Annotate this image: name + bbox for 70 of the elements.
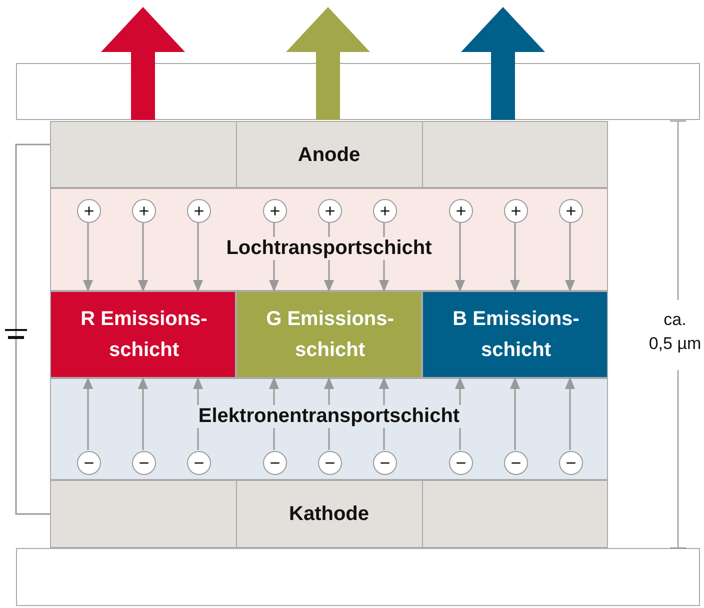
charge-sign: + [270, 202, 280, 220]
negative-charge-circle [318, 451, 342, 475]
negative-charge-circle [263, 451, 287, 475]
layer-label: B Emissions-schicht [452, 307, 580, 363]
wire [15, 144, 50, 515]
negative-charge-circle [504, 451, 528, 475]
arrow [455, 377, 465, 450]
charge-sign: + [138, 202, 150, 220]
arrow [565, 377, 575, 450]
charge-sign: − [456, 454, 466, 472]
positive-charge-circle [187, 199, 211, 223]
arrow [565, 222, 575, 292]
charge-sign: + [194, 202, 204, 220]
emission-layer [422, 291, 608, 378]
negative-charge-circle [77, 451, 101, 475]
arrow [269, 377, 279, 450]
charge-sign: − [84, 454, 94, 472]
dimension-label: ca. 0,5 µm [648, 309, 702, 355]
arrow [379, 377, 389, 450]
positive-charge-circle [504, 199, 528, 223]
arrow [193, 377, 203, 450]
negative-charge-circle [373, 451, 397, 475]
negative-charge-circle [449, 451, 473, 475]
emission-layer [50, 291, 236, 378]
arrow [193, 222, 203, 292]
charge-sign: − [194, 454, 204, 472]
charge-sign: + [380, 202, 390, 220]
arrow [510, 377, 520, 450]
glass-plate [16, 548, 700, 606]
layer-label: G Emissions-schicht [265, 307, 395, 363]
layer-label: Elektronentransportschicht [195, 405, 463, 428]
negative-charge-circle [559, 451, 583, 475]
charge-sign: − [324, 454, 336, 472]
layer-label: Kathode [289, 503, 369, 526]
negative-charge-circle [132, 451, 156, 475]
arrow [138, 222, 148, 292]
charge-sign: − [510, 454, 522, 472]
positive-charge-circle [449, 199, 473, 223]
cathode-layer [50, 480, 608, 548]
anode-layer [50, 121, 608, 188]
charge-sign: − [380, 454, 390, 472]
charge-sign: + [84, 202, 94, 220]
arrow [379, 222, 389, 292]
positive-charge-circle [559, 199, 583, 223]
layer-label: R Emissions-schicht [80, 307, 208, 363]
charge-sign: + [324, 202, 336, 220]
arrow [324, 222, 334, 292]
positive-charge-circle [318, 199, 342, 223]
arrow [455, 222, 465, 292]
positive-charge-circle [263, 199, 287, 223]
charge-sign: + [566, 202, 576, 220]
arrow [510, 222, 520, 292]
emission-layer [236, 291, 422, 378]
charge-sign: + [456, 202, 466, 220]
arrow [83, 222, 93, 292]
charge-sign: − [270, 454, 280, 472]
charge-sign: − [138, 454, 150, 472]
hole-transport-layer [50, 188, 608, 291]
positive-charge-circle [373, 199, 397, 223]
arrow [324, 377, 334, 450]
arrow [138, 377, 148, 450]
arrow [83, 377, 93, 450]
negative-charge-circle [187, 451, 211, 475]
positive-charge-circle [132, 199, 156, 223]
arrow [269, 222, 279, 292]
layer-label: Anode [298, 144, 360, 167]
electron-transport-layer [50, 378, 608, 480]
charge-sign: + [510, 202, 522, 220]
charge-sign: − [566, 454, 576, 472]
positive-charge-circle [77, 199, 101, 223]
